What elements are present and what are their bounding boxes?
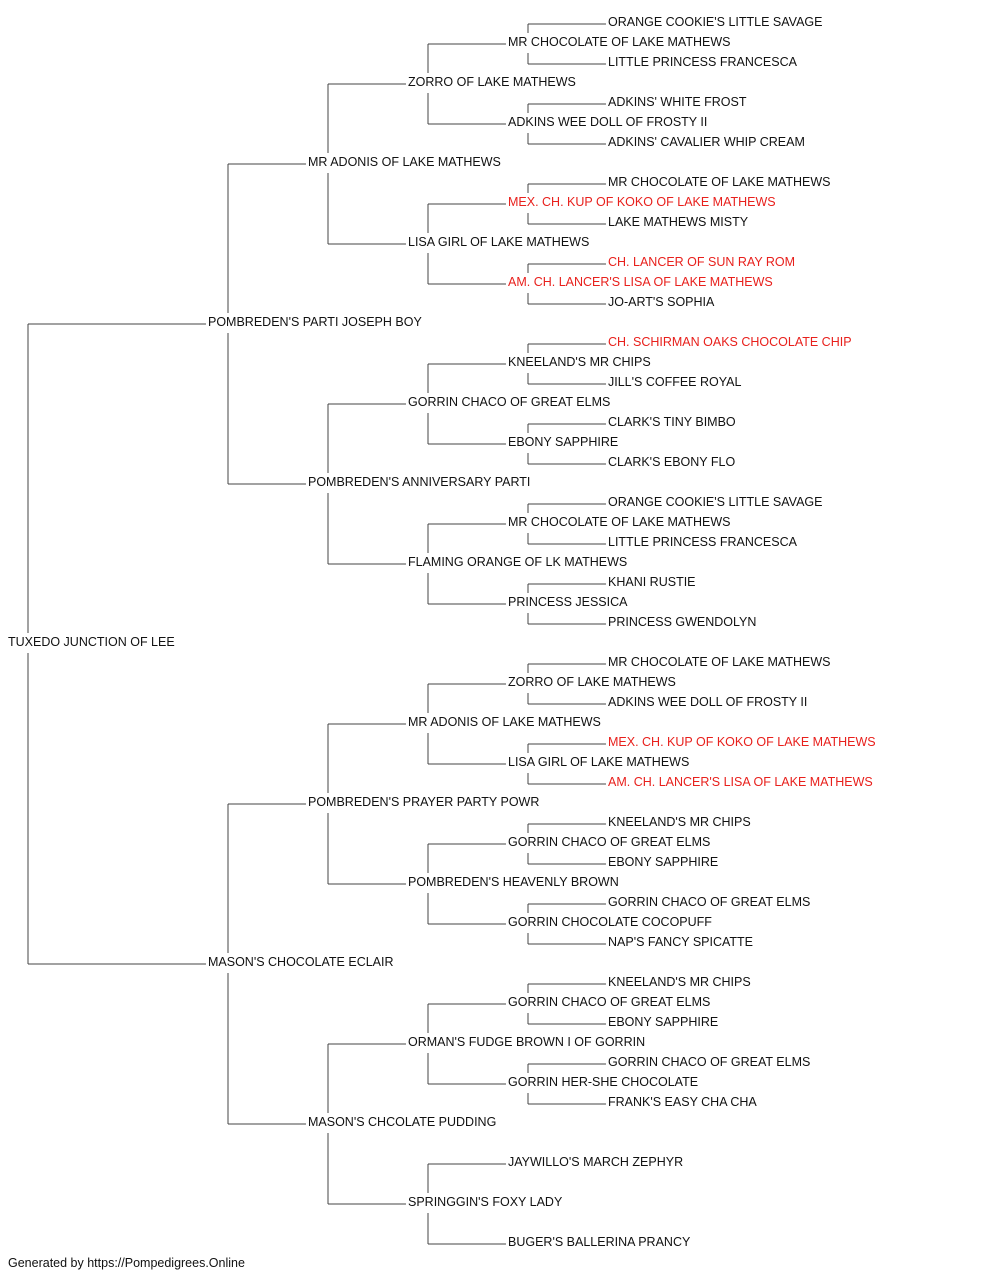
pedigree-node-gen6: MEX. CH. KUP OF KOKO OF LAKE MATHEWS <box>608 735 876 749</box>
pedigree-node-gen6: ORANGE COOKIE'S LITTLE SAVAGE <box>608 495 823 509</box>
pedigree-node-gen4: LISA GIRL OF LAKE MATHEWS <box>408 235 590 249</box>
pedigree-node-gen6: KNEELAND'S MR CHIPS <box>608 975 751 989</box>
pedigree-node-gen6: NAP'S FANCY SPICATTE <box>608 935 754 949</box>
pedigree-node-gen5: GORRIN CHACO OF GREAT ELMS <box>508 835 711 849</box>
pedigree-node-gen6: ADKINS' CAVALIER WHIP CREAM <box>608 135 805 149</box>
pedigree-node-gen6: CLARK'S TINY BIMBO <box>608 415 736 429</box>
pedigree-node-gen4: SPRINGGIN'S FOXY LADY <box>408 1195 563 1209</box>
pedigree-node-gen6: MR CHOCOLATE OF LAKE MATHEWS <box>608 655 831 669</box>
pedigree-node-gen3: POMBREDEN'S PRAYER PARTY POWR <box>308 795 540 809</box>
pedigree-node-gen5: JAYWILLO'S MARCH ZEPHYR <box>508 1155 684 1169</box>
pedigree-node-gen6: ADKINS WEE DOLL OF FROSTY II <box>608 695 808 709</box>
pedigree-node-gen5: PRINCESS JESSICA <box>508 595 628 609</box>
pedigree-node-gen4: MR ADONIS OF LAKE MATHEWS <box>408 715 601 729</box>
pedigree-node-gen6: PRINCESS GWENDOLYN <box>608 615 757 629</box>
pedigree-node-gen5: ZORRO OF LAKE MATHEWS <box>508 675 676 689</box>
pedigree-node-gen5: GORRIN CHOCOLATE COCOPUFF <box>508 915 712 929</box>
pedigree-node-gen6: CH. SCHIRMAN OAKS CHOCOLATE CHIP <box>608 335 852 349</box>
pedigree-node-gen5: AM. CH. LANCER'S LISA OF LAKE MATHEWS <box>508 275 773 289</box>
pedigree-node-gen5: GORRIN HER-SHE CHOCOLATE <box>508 1075 699 1089</box>
pedigree-node-gen6: KNEELAND'S MR CHIPS <box>608 815 751 829</box>
pedigree-node-gen6: GORRIN CHACO OF GREAT ELMS <box>608 895 811 909</box>
pedigree-node-gen5: GORRIN CHACO OF GREAT ELMS <box>508 995 711 1009</box>
pedigree-node-gen3: MR ADONIS OF LAKE MATHEWS <box>308 155 501 169</box>
pedigree-node-gen5: LISA GIRL OF LAKE MATHEWS <box>508 755 690 769</box>
pedigree-node-gen3: MASON'S CHCOLATE PUDDING <box>308 1115 497 1129</box>
pedigree-node-gen6: FRANK'S EASY CHA CHA <box>608 1095 757 1109</box>
pedigree-node-gen5: MEX. CH. KUP OF KOKO OF LAKE MATHEWS <box>508 195 776 209</box>
pedigree-node-gen6: KHANI RUSTIE <box>608 575 696 589</box>
pedigree-node-gen2: MASON'S CHOCOLATE ECLAIR <box>208 955 394 969</box>
pedigree-node-gen3: POMBREDEN'S ANNIVERSARY PARTI <box>308 475 531 489</box>
pedigree-node-gen4: GORRIN CHACO OF GREAT ELMS <box>408 395 611 409</box>
pedigree-node-gen5: MR CHOCOLATE OF LAKE MATHEWS <box>508 35 731 49</box>
pedigree-node-gen6: JO-ART'S SOPHIA <box>608 295 715 309</box>
pedigree-node-gen5: KNEELAND'S MR CHIPS <box>508 355 651 369</box>
pedigree-node-gen6: GORRIN CHACO OF GREAT ELMS <box>608 1055 811 1069</box>
pedigree-node-gen6: MR CHOCOLATE OF LAKE MATHEWS <box>608 175 831 189</box>
pedigree-node-gen4: FLAMING ORANGE OF LK MATHEWS <box>408 555 628 569</box>
pedigree-node-gen4: ZORRO OF LAKE MATHEWS <box>408 75 576 89</box>
pedigree-node-gen6: LAKE MATHEWS MISTY <box>608 215 749 229</box>
pedigree-node-gen6: EBONY SAPPHIRE <box>608 855 719 869</box>
pedigree-node-gen6: ORANGE COOKIE'S LITTLE SAVAGE <box>608 15 823 29</box>
pedigree-node-gen6: AM. CH. LANCER'S LISA OF LAKE MATHEWS <box>608 775 873 789</box>
pedigree-node-gen6: LITTLE PRINCESS FRANCESCA <box>608 55 797 69</box>
pedigree-node-gen2: POMBREDEN'S PARTI JOSEPH BOY <box>208 315 422 329</box>
pedigree-node-gen6: EBONY SAPPHIRE <box>608 1015 719 1029</box>
pedigree-node-gen5: EBONY SAPPHIRE <box>508 435 619 449</box>
pedigree-node-gen4: ORMAN'S FUDGE BROWN I OF GORRIN <box>408 1035 646 1049</box>
pedigree-node-gen6: CH. LANCER OF SUN RAY ROM <box>608 255 796 269</box>
pedigree-node-gen6: CLARK'S EBONY FLO <box>608 455 736 469</box>
pedigree-node-gen6: ADKINS' WHITE FROST <box>608 95 747 109</box>
pedigree-node-gen1: TUXEDO JUNCTION OF LEE <box>8 635 175 649</box>
pedigree-node-gen6: LITTLE PRINCESS FRANCESCA <box>608 535 797 549</box>
generated-by-footer: Generated by https://Pompedigrees.Online <box>8 1256 245 1270</box>
pedigree-node-gen5: BUGER'S BALLERINA PRANCY <box>508 1235 691 1249</box>
pedigree-node-gen5: MR CHOCOLATE OF LAKE MATHEWS <box>508 515 731 529</box>
pedigree-node-gen5: ADKINS WEE DOLL OF FROSTY II <box>508 115 708 129</box>
pedigree-node-gen4: POMBREDEN'S HEAVENLY BROWN <box>408 875 619 889</box>
pedigree-node-gen6: JILL'S COFFEE ROYAL <box>608 375 742 389</box>
